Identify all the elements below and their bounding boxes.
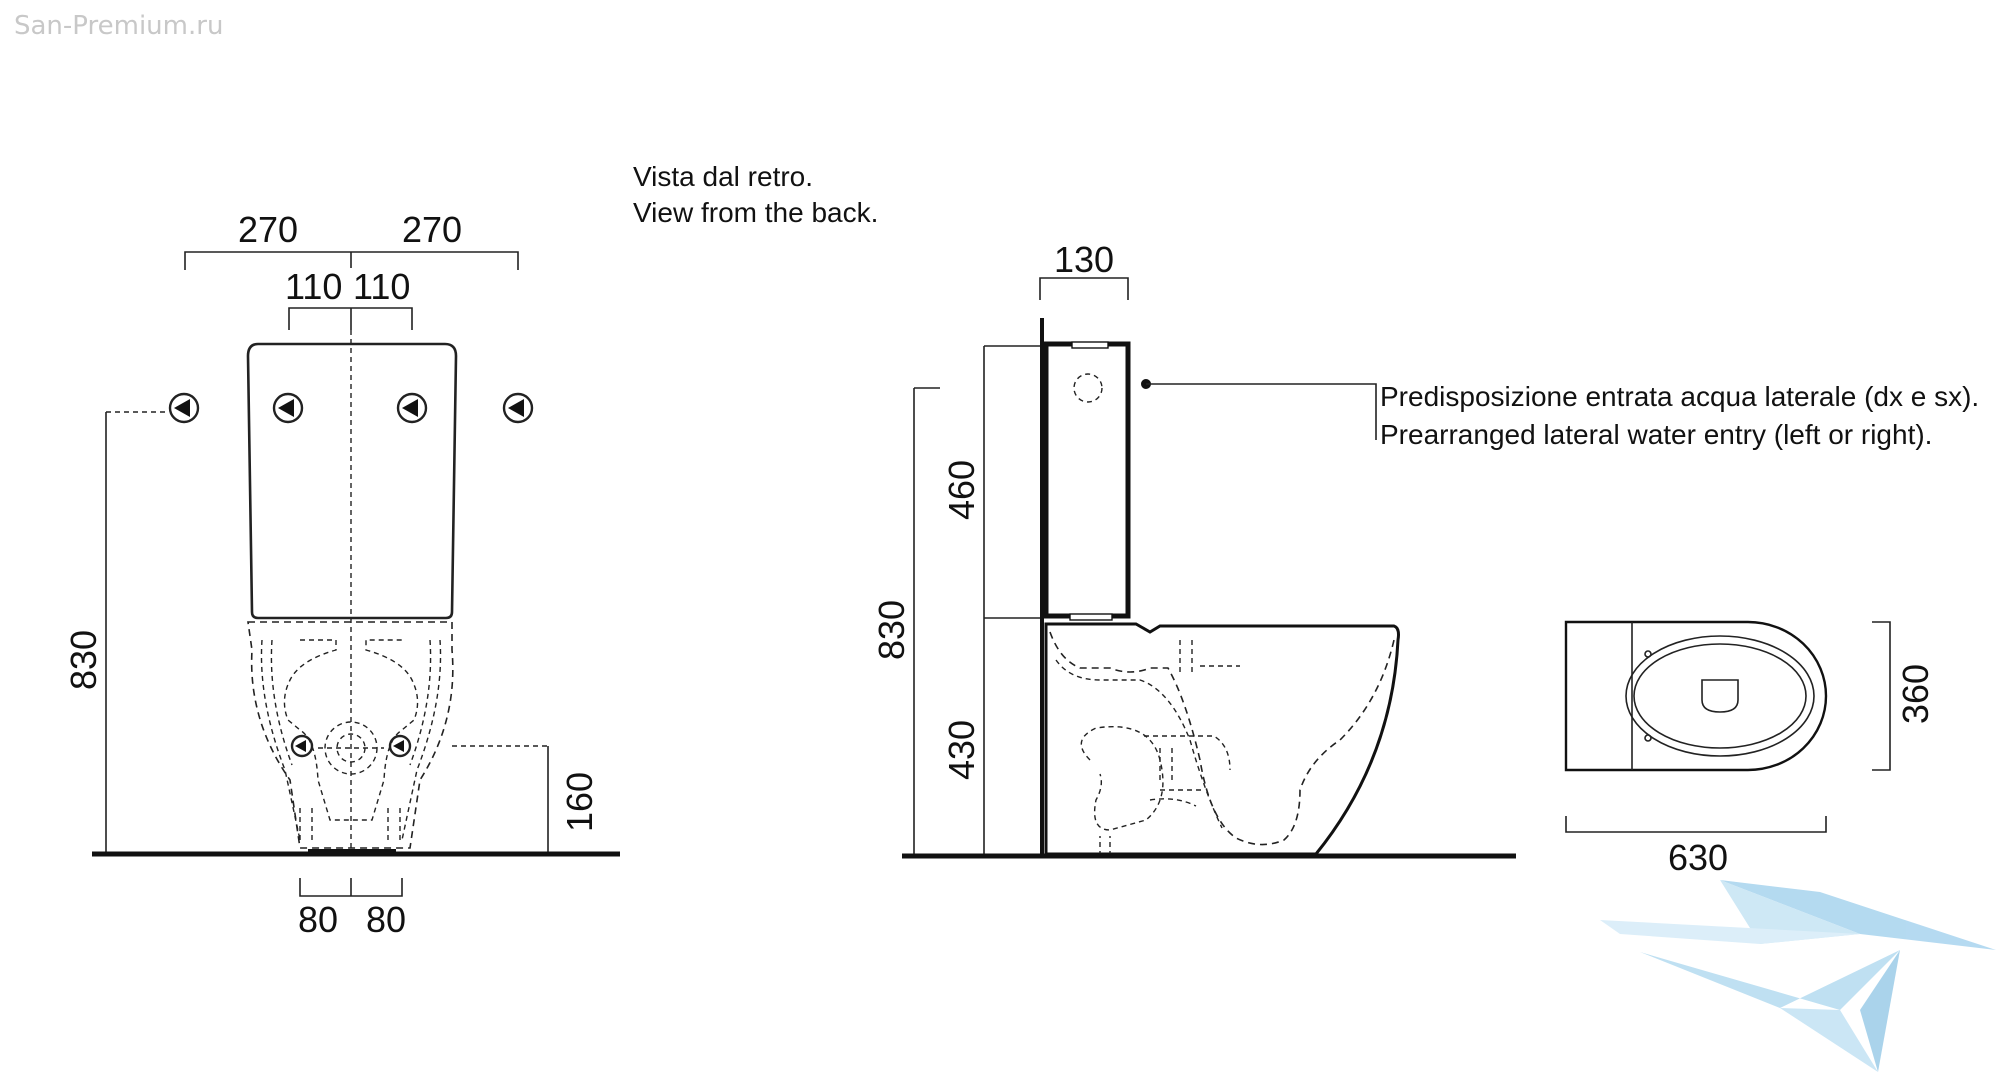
top-view: 360 630 xyxy=(1564,620,1936,878)
water-entry-point xyxy=(1073,373,1103,403)
side-view: 130 Predisposizione entrata acqua latera… xyxy=(871,239,1979,859)
dim-right-inner: 110 xyxy=(353,266,410,307)
water-inlet-icon xyxy=(272,392,304,424)
dim-inlet-height: 160 xyxy=(559,772,600,832)
water-entry-note-it: Predisposizione entrata acqua laterale (… xyxy=(1380,381,1979,412)
dim-left-inner: 110 xyxy=(285,266,342,307)
back-view-caption-it: Vista dal retro. xyxy=(633,161,813,192)
dim-base-left: 80 xyxy=(298,899,338,940)
dim-left-outer: 270 xyxy=(238,209,298,250)
back-view-caption-en: View from the back. xyxy=(633,197,878,228)
tank-side-outline xyxy=(1043,341,1131,619)
dim-right-outer: 270 xyxy=(402,209,462,250)
brand-logo xyxy=(1600,880,1996,1072)
dim-bowl-height: 430 xyxy=(941,720,982,780)
bowl-opening xyxy=(1701,679,1739,713)
dim-total-height: 830 xyxy=(871,600,912,660)
dim-base-right: 80 xyxy=(366,899,406,940)
water-entry-note-en: Prearranged lateral water entry (left or… xyxy=(1380,419,1932,450)
top-outline xyxy=(1564,620,1828,772)
drain-connector-icon xyxy=(290,734,314,758)
dim-top-width: 360 xyxy=(1895,664,1936,724)
dim-tank-height: 460 xyxy=(941,460,982,520)
seat-outline xyxy=(1625,635,1815,757)
bowl-back-outline xyxy=(247,621,454,849)
dim-height: 830 xyxy=(63,630,104,690)
watermark-text: San-Premium.ru xyxy=(14,11,223,41)
dim-top-length: 630 xyxy=(1668,837,1728,878)
water-inlet-icon xyxy=(168,392,200,424)
tank-back-outline xyxy=(246,342,458,620)
water-inlet-icon xyxy=(396,392,428,424)
drain-connector-icon xyxy=(388,734,412,758)
back-view: Vista dal retro. View from the back. 270… xyxy=(63,161,878,940)
dim-tank-depth: 130 xyxy=(1054,239,1114,280)
bowl-side-outline xyxy=(1044,622,1400,856)
water-inlet-icon xyxy=(502,392,534,424)
